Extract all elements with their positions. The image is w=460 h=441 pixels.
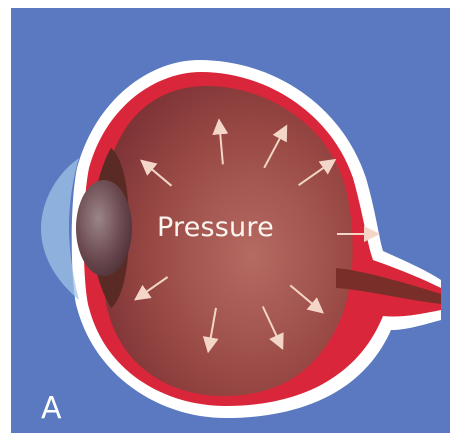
pressure-label: Pressure <box>157 212 274 243</box>
diagram-panel: Pressure A <box>11 8 450 433</box>
panel-letter: A <box>41 391 62 426</box>
lens <box>76 180 132 276</box>
